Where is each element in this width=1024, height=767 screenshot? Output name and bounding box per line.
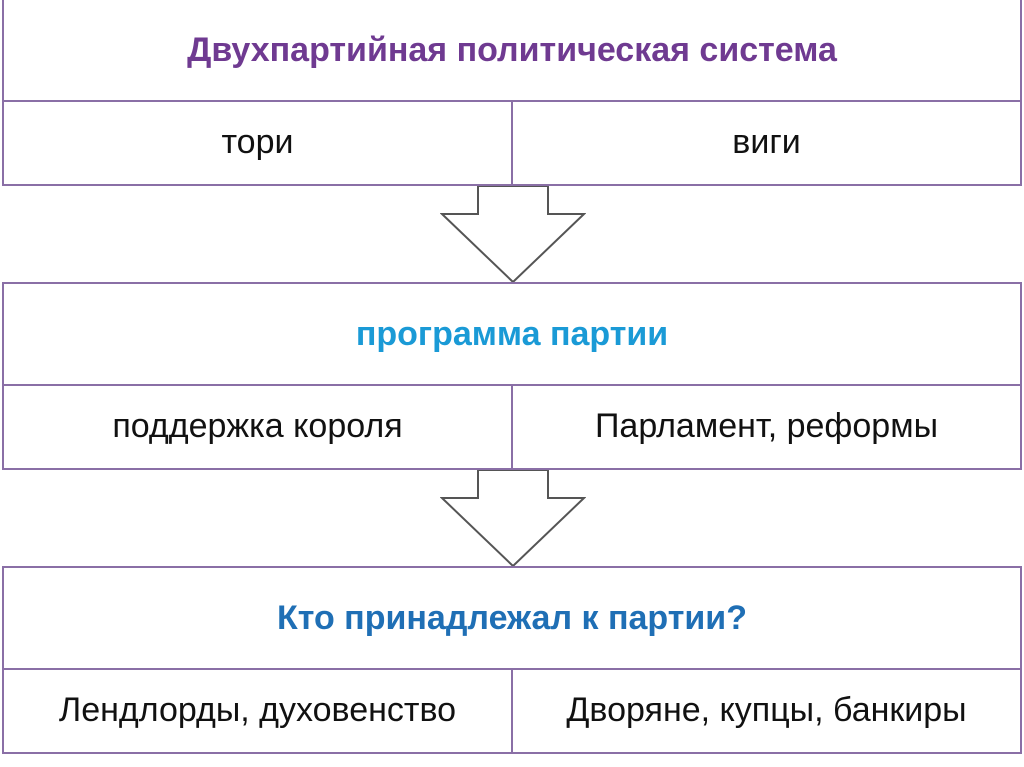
down-arrow-icon xyxy=(440,470,586,568)
section-party-members: Кто принадлежал к партии? Лендлорды, дух… xyxy=(2,566,1022,754)
section-title: Кто принадлежал к партии? xyxy=(4,568,1020,670)
cell-parliament-reforms: Парламент, реформы xyxy=(594,406,939,445)
section-title: Двухпартийная политическая система xyxy=(4,0,1020,102)
cell-nobles-merchants-bankers: Дворяне, купцы, банкиры xyxy=(566,690,967,729)
section-row: Лендлорды, духовенство Дворяне, купцы, б… xyxy=(4,668,1020,752)
section-row: тори виги xyxy=(4,100,1020,184)
cell-tories: тори xyxy=(4,100,513,184)
cell-landlords-clergy: Лендлорды, духовенство xyxy=(4,668,513,752)
cell-support-king: поддержка короля xyxy=(4,384,513,468)
cell-whigs: виги xyxy=(732,122,801,161)
section-party-program: программа партии поддержка короля Парлам… xyxy=(2,282,1022,470)
section-row: поддержка короля Парламент, реформы xyxy=(4,384,1020,468)
down-arrow-icon xyxy=(440,186,586,284)
section-party-system: Двухпартийная политическая система тори … xyxy=(2,0,1022,186)
section-title: программа партии xyxy=(4,284,1020,386)
